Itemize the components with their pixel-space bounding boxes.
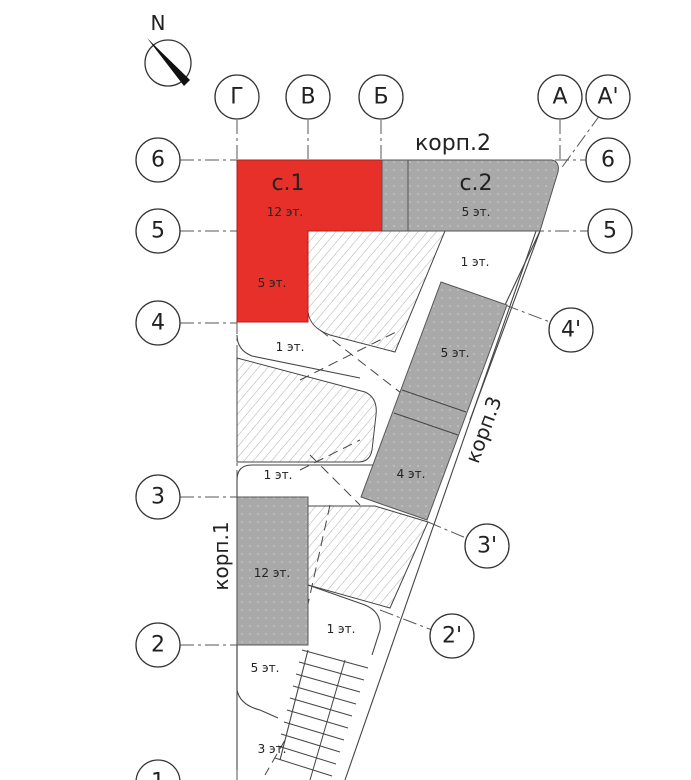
korp1-bottom-floors: 3 эт. [258, 742, 287, 756]
south-podium-floors: 1 эт. [327, 622, 356, 636]
korp1-label: корп.1 [209, 521, 233, 590]
axis-label: А [552, 85, 567, 110]
korp3-lower-floors: 4 эт. [397, 467, 426, 481]
stairs [274, 649, 369, 780]
axis-label: 3' [477, 534, 497, 559]
hatched-courtyard-middle [236, 357, 377, 463]
axis-label: А' [597, 85, 618, 110]
axis-label: 4' [561, 318, 581, 343]
axis-number-bubbles-right: 6 5 4' 3' 2' [429, 137, 633, 659]
axis-label: Г [230, 85, 243, 110]
axis-letter-bubbles: Г В Б А А' [214, 74, 631, 120]
section1-floors: 12 эт. [267, 205, 303, 219]
axis-label: 5 [151, 219, 165, 244]
korp1-tower-floors: 12 эт. [254, 566, 290, 580]
axis-number-bubbles-left: 6 5 4 3 2 1 [135, 137, 181, 780]
section1-label: с.1 [271, 171, 304, 196]
section1-wing-floors: 5 эт. [258, 276, 287, 290]
korp1-top-podium-floors: 1 эт. [264, 468, 293, 482]
axis-label: 4 [151, 311, 165, 336]
middle-podium-floors: 1 эт. [276, 340, 305, 354]
section2-floors: 5 эт. [462, 205, 491, 219]
axis-label: Б [373, 85, 388, 110]
axis-label: 1 [151, 770, 165, 780]
korp3-upper-floors: 5 эт. [441, 346, 470, 360]
axis-label: 2 [151, 633, 165, 658]
axis-label: 3 [151, 485, 165, 510]
axis-label: 5 [603, 219, 617, 244]
korp2-podium-floors: 1 эт. [461, 255, 490, 269]
north-arrow: N [144, 11, 192, 87]
korp1-south-floors: 5 эт. [251, 661, 280, 675]
dashed-paths [264, 329, 411, 776]
korp3-divider [393, 412, 459, 436]
site-outline [236, 167, 559, 780]
korp2-section2[interactable] [381, 159, 559, 232]
axis-label: 6 [151, 148, 165, 173]
korp3-divider [401, 389, 467, 413]
north-label: N [151, 11, 166, 35]
axis-label: В [300, 85, 315, 110]
section2-label: с.2 [459, 171, 492, 196]
korp1-tower[interactable] [236, 496, 309, 646]
axis-label: 2' [442, 624, 462, 649]
korp2-label: корп.2 [415, 131, 491, 156]
axis-label: 6 [601, 148, 615, 173]
